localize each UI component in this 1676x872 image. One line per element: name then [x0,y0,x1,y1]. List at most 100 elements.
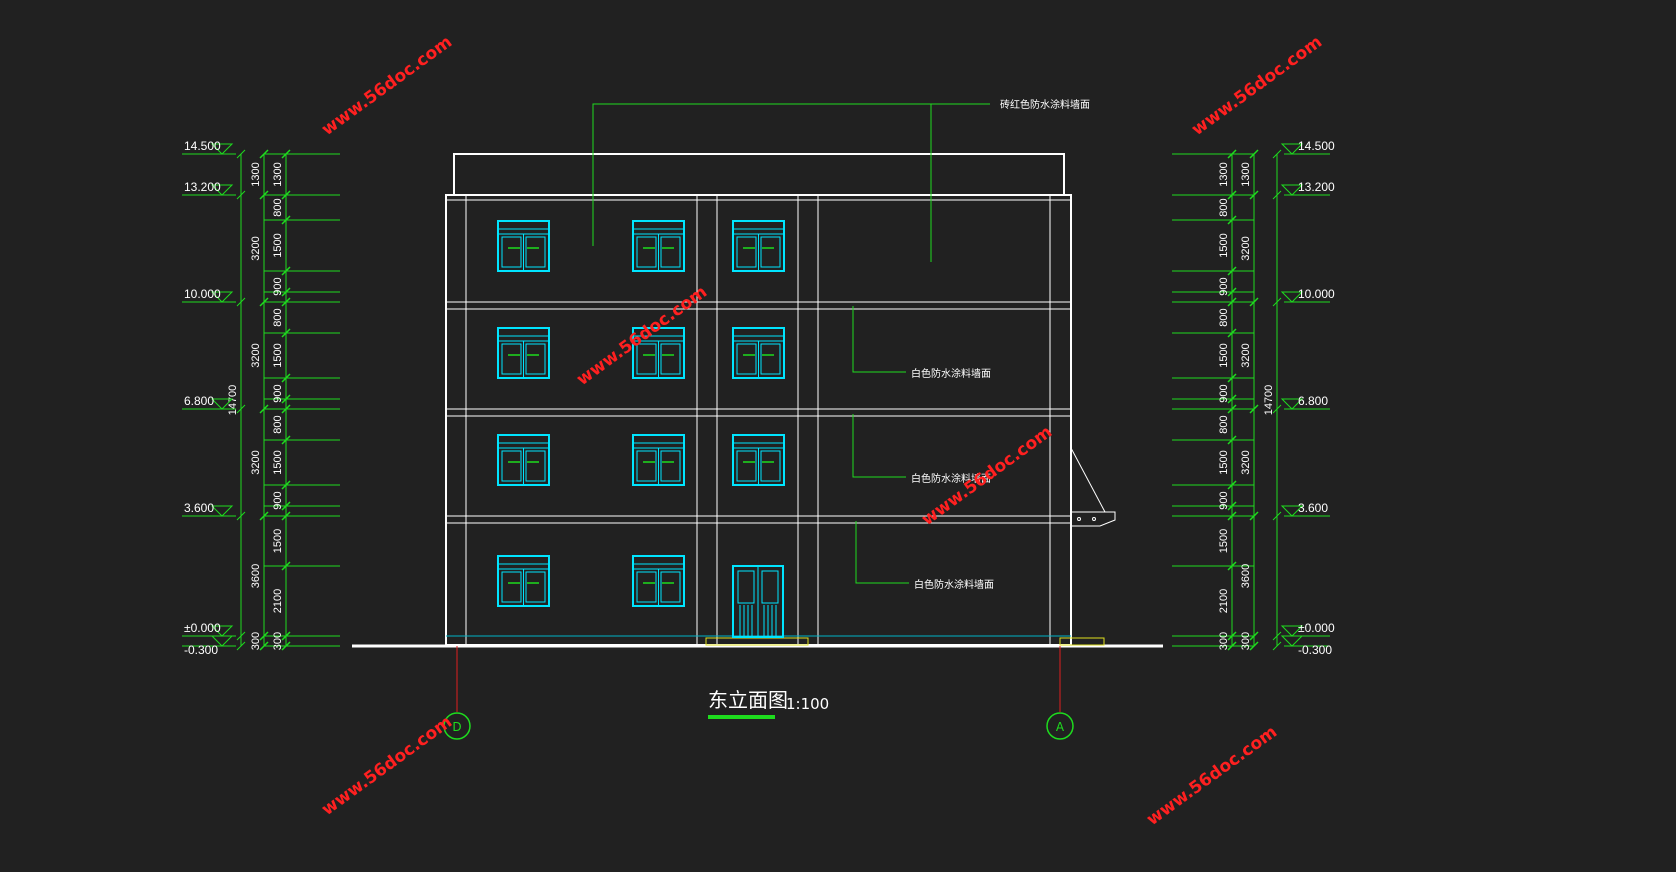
window [497,434,550,486]
dimension-tick [281,394,291,404]
dimension-tick [259,641,269,651]
dimension-tick [1227,435,1237,445]
window [632,434,685,486]
dimension-chain-left: 3002100150090015008009001500800900150080… [182,139,340,657]
dimension-tick [259,297,269,307]
watermark-text: www.56doc.com [1188,32,1326,140]
dimension-tick [1249,631,1259,641]
detail-dimension-value: 300 [272,632,284,650]
watermark-text: www.56doc.com [1143,722,1281,830]
dimension-tick [281,501,291,511]
dimension-tick [281,328,291,338]
dimension-tick [281,561,291,571]
total-dimension-value: 14700 [227,385,239,416]
elevation-marker: ±0.000 [182,621,236,637]
elevation-marker: 10.000 [1280,287,1335,303]
elevation-value: 10.000 [184,287,221,301]
annotation-wall-2f: 白色防水涂料墙面 [911,472,991,485]
floor-dimension-value: 3200 [1240,450,1252,474]
elevation-value: 3.600 [1298,501,1328,515]
detail-dimension-value: 800 [1218,415,1230,433]
floor-dimension-value: 1300 [1240,162,1252,186]
dimension-tick [259,511,269,521]
detail-dimension-value: 1500 [272,233,284,257]
dimension-tick [281,287,291,297]
elevation-marker: ±0.000 [1280,621,1335,637]
window [632,555,685,607]
dimension-tick [281,190,291,200]
detail-dimension-value: 1500 [1218,343,1230,367]
dimension-tick [1272,149,1282,159]
dimension-tick [1272,190,1282,200]
detail-dimension-value: 1500 [272,450,284,474]
dimension-tick [1227,373,1237,383]
dimension-tick [1227,480,1237,490]
detail-dimension-value: 800 [272,308,284,326]
total-dimension-value: 14700 [1263,385,1275,416]
dimension-tick [236,297,246,307]
dimension-tick [1227,501,1237,511]
floor-dimension-value: 3600 [1240,564,1252,588]
watermark-text: www.56doc.com [318,712,456,820]
entry-steps [705,637,1105,646]
axis-bubble-left [443,712,471,740]
elevation-marker: 6.800 [182,394,236,410]
window [497,220,550,272]
dimension-tick [1249,149,1259,159]
dimension-tick [1249,641,1259,651]
axis-lines [456,646,1061,712]
detail-dimension-value: 900 [1218,384,1230,402]
detail-dimension-value: 900 [272,491,284,509]
detail-dimension-value: 800 [1218,198,1230,216]
dimension-tick [1227,287,1237,297]
axis-bubble-right [1046,712,1074,740]
elevation-marker: -0.300 [1280,635,1332,657]
watermark-text: www.56doc.com [318,32,456,140]
floor-dimension-value: 3200 [1240,236,1252,260]
elevation-marker: -0.300 [182,635,236,657]
elevation-marker: 6.800 [1280,394,1330,410]
dimension-tick [236,149,246,159]
detail-dimension-value: 800 [1218,308,1230,326]
dimension-tick [281,404,291,414]
axis-marker-left: D [443,712,471,740]
dimension-tick [1227,297,1237,307]
dimension-tick [236,404,246,414]
elevation-value: -0.300 [184,643,218,657]
axis-marker-right: A [1046,712,1074,740]
dimension-tick [281,631,291,641]
canopy-bracket [1070,447,1116,527]
detail-dimension-value: 1500 [1218,450,1230,474]
dimension-tick [1272,404,1282,414]
dimension-tick [1272,641,1282,651]
elevation-value: 13.200 [184,180,221,194]
dimension-tick [236,641,246,651]
dimension-tick [281,511,291,521]
detail-dimension-value: 900 [1218,491,1230,509]
elevation-value: 13.200 [1298,180,1335,194]
elevation-marker: 10.000 [182,287,236,303]
dimension-tick [1249,511,1259,521]
elevation-value: 14.500 [184,139,221,153]
window [732,434,785,486]
dimension-tick [281,297,291,307]
elevation-value: -0.300 [1298,643,1332,657]
dimension-tick [1249,404,1259,414]
detail-dimension-value: 300 [1218,632,1230,650]
annotation-wall-1f: 白色防水涂料墙面 [914,578,994,591]
drawing-title: 东立面图 [708,688,788,712]
dimension-tick [259,149,269,159]
detail-dimension-value: 1300 [272,162,284,186]
leader-lines [592,103,990,584]
dimension-tick [281,373,291,383]
floor-dimension-value: 300 [1240,632,1252,650]
dimension-tick [1227,149,1237,159]
detail-dimension-value: 1500 [1218,529,1230,553]
elevation-value: 10.000 [1298,287,1335,301]
elevation-value: 6.800 [1298,394,1328,408]
axis-label-right: A [1056,720,1065,734]
annotation-wall-3f: 白色防水涂料墙面 [911,367,991,380]
axis-label-left: D [452,720,461,734]
detail-dimension-value: 800 [272,198,284,216]
dimension-tick [281,480,291,490]
